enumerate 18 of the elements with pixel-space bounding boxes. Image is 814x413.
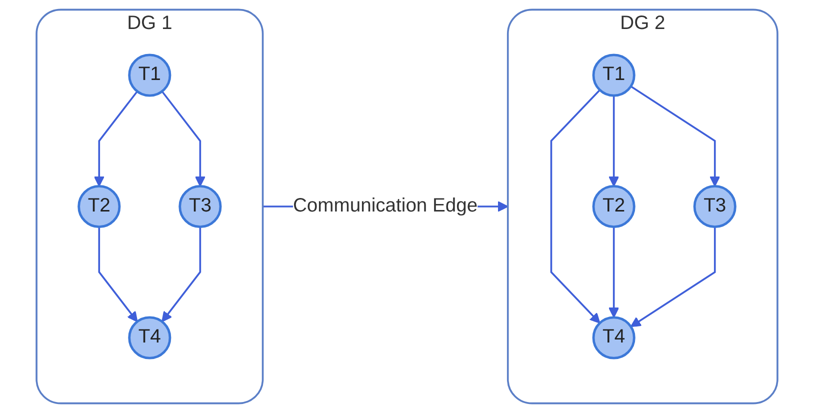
- arrow: [608, 96, 620, 187]
- arrow: [162, 226, 202, 322]
- node-circle: T2: [592, 184, 636, 228]
- arrow: [94, 90, 138, 187]
- node-circle: T1: [592, 54, 636, 97]
- node-circle: T4: [592, 316, 636, 360]
- arrow: [550, 89, 600, 324]
- arrow: [161, 90, 206, 187]
- node-circle: T1: [128, 54, 172, 97]
- node-circle: T4: [128, 316, 172, 360]
- node-circle: T3: [693, 184, 736, 228]
- edge-label: Communication Edge: [292, 196, 478, 216]
- arrow: [630, 86, 720, 187]
- arrow: [98, 226, 138, 322]
- node-circle: T2: [78, 184, 121, 228]
- arrow: [630, 226, 716, 328]
- node-circle: T3: [178, 184, 222, 228]
- arrow: [608, 226, 620, 318]
